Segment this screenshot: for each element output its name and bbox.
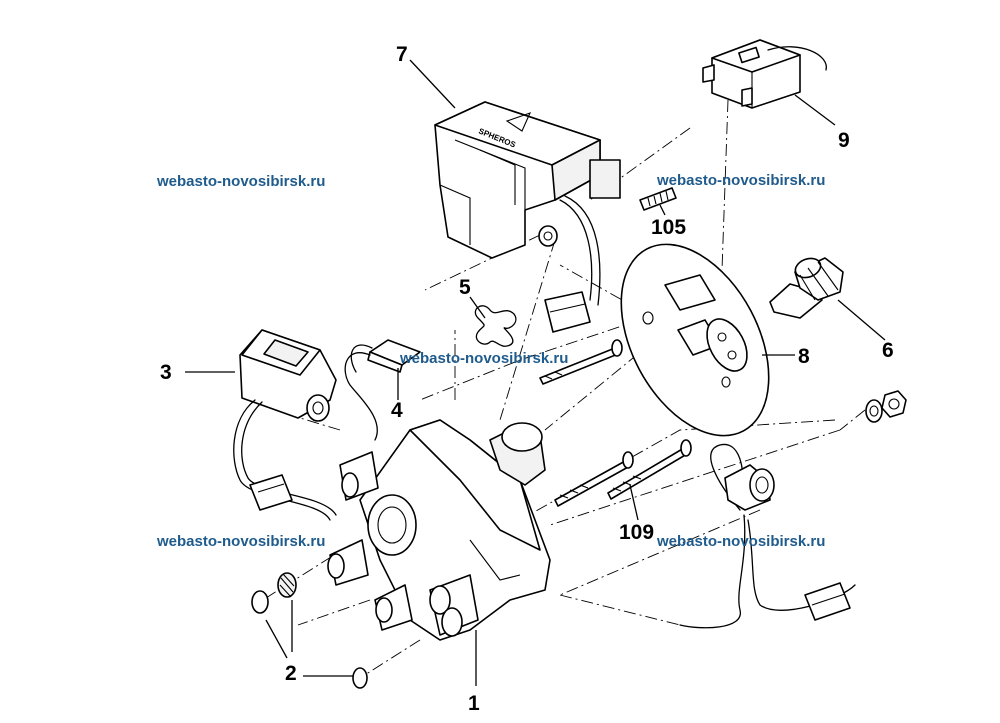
spring-clip-part	[474, 305, 517, 347]
gasket-plate-part	[620, 243, 770, 437]
nut-washer-part	[865, 390, 907, 423]
watermark-top-right: webasto-novosibirsk.ru	[656, 172, 825, 189]
watermark-bottom-right: webasto-novosibirsk.ru	[656, 533, 825, 550]
watermark-bottom-left: webasto-novosibirsk.ru	[156, 533, 325, 550]
watermark-top-left: webasto-novosibirsk.ru	[156, 173, 325, 190]
callout-4: 4	[391, 399, 403, 422]
callout-9: 9	[838, 129, 850, 152]
leader-lines	[185, 59, 886, 686]
o-ring-screen-part	[251, 572, 368, 689]
control-unit-part: SPHEROS	[434, 101, 621, 333]
long-bolts-part	[539, 339, 692, 507]
callout-2: 2	[285, 662, 297, 685]
callout-109: 109	[619, 521, 654, 544]
callout-8: 8	[798, 345, 810, 368]
assembly-lines	[257, 99, 866, 679]
screw-105-part	[639, 187, 677, 211]
solenoid-valve-part	[233, 329, 337, 521]
callout-7: 7	[396, 43, 408, 66]
pump-housing-part	[327, 419, 551, 641]
ignition-coil-part	[702, 39, 827, 109]
heating-cartridge-part	[344, 339, 421, 441]
callout-105: 105	[651, 216, 686, 239]
callout-labels: 7 9 105 5 6 8 3 4 109 2 1	[160, 43, 894, 715]
callout-6: 6	[882, 339, 894, 362]
callout-5: 5	[459, 276, 471, 299]
sensor-harness-part	[679, 443, 856, 629]
watermark-center: webasto-novosibirsk.ru	[399, 350, 568, 367]
callout-3: 3	[160, 361, 172, 384]
watermarks: webasto-novosibirsk.ru webasto-novosibir…	[156, 172, 825, 550]
nozzle-part	[769, 257, 844, 319]
callout-1: 1	[468, 692, 480, 715]
